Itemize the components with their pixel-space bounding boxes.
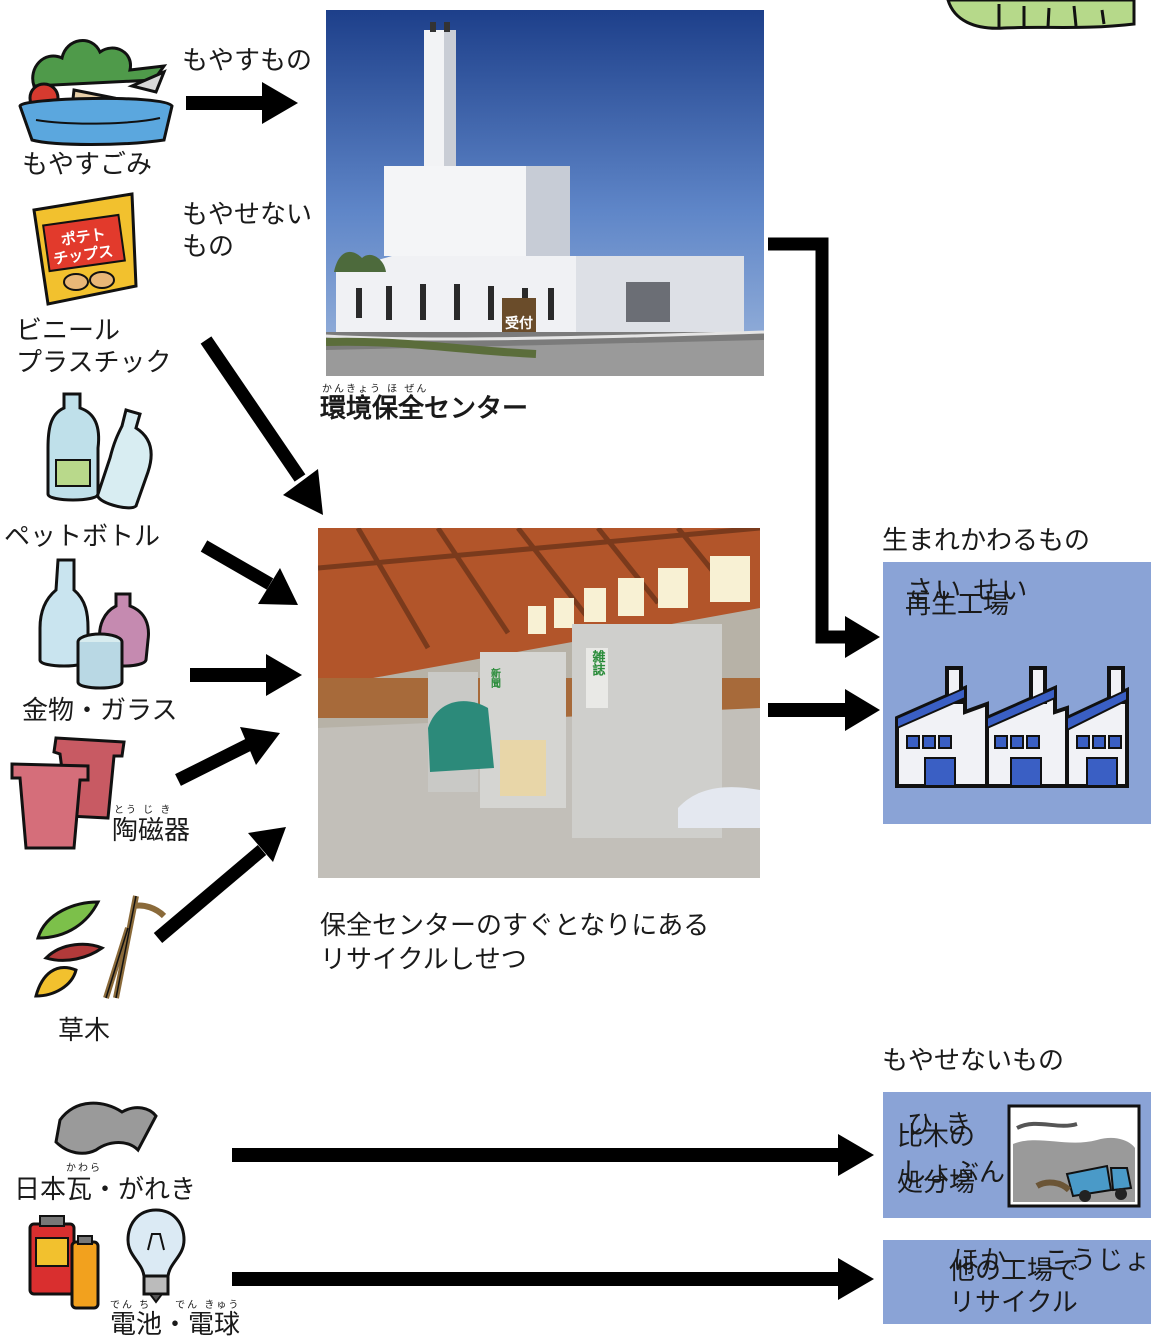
item-label-roof-tiles: 日本瓦・がれき <box>14 1175 197 1205</box>
recycling-facility-photo: 雑誌 新聞 <box>318 528 760 878</box>
decorative-illustration <box>946 0 1136 30</box>
arrow-recycling-to-factory <box>768 689 880 731</box>
arrow-pet-to-recycling <box>200 540 298 605</box>
item-label-metal-glass: 金物・ガラス <box>22 696 178 726</box>
item-label-plastic: プラスチック <box>16 348 172 378</box>
landfill-truck-icon <box>1007 1104 1141 1208</box>
metal-glass-icon <box>38 558 150 690</box>
recycling-caption-line1: 保全センターのすぐとなりにある <box>320 911 710 941</box>
recycling-caption-line2: リサイクルしせつ <box>320 945 527 975</box>
other-factory-label1: 他の工場で <box>949 1256 1080 1286</box>
factory-icon <box>895 666 1129 788</box>
plants-icon <box>34 895 167 999</box>
item-label-pet-bottles: ペットボトル <box>4 522 161 552</box>
batteries-icon <box>28 1215 100 1310</box>
arrow-vinyl-to-recycling <box>200 336 323 515</box>
flow-label-nonburnable: もやせないもの <box>182 200 313 262</box>
potato-chips-bag-icon: ポテト チップス <box>32 192 138 306</box>
pet-bottles-icon <box>46 392 153 510</box>
center-name: 環境保全センター <box>320 394 529 424</box>
other-factory-ruby: ほか こうじょう <box>953 1246 1151 1276</box>
nonburnable-heading: もやせないもの <box>882 1046 1065 1076</box>
sign-newspaper: 新聞 <box>489 667 501 689</box>
item-label-plants: 草木 <box>58 1016 111 1046</box>
arrow-tiles-to-landfill <box>232 1134 874 1176</box>
landfill-box: ひ き 比木の しょぶんじょう 処分場 <box>883 1092 1151 1218</box>
recycle-factory-box: さい せい 再生工場 <box>883 562 1151 824</box>
item-ruby-ceramics: とう じ き <box>114 805 173 816</box>
arrow-metal-to-recycling <box>190 654 302 696</box>
item-ruby-batteries: でん ち でん きゅう <box>110 1300 241 1311</box>
reborn-heading: 生まれかわるもの <box>882 526 1091 556</box>
item-ruby-roof-tiles: かわら <box>66 1163 102 1174</box>
flow-label-burnable: もやすもの <box>182 46 313 76</box>
arrow-batteries-to-other-factory <box>232 1258 874 1300</box>
landfill-ruby1: ひ き <box>907 1110 974 1140</box>
light-bulb-icon <box>126 1208 186 1304</box>
landfill-label1: 比木の <box>897 1122 976 1152</box>
arrow-plants-to-recycling <box>153 827 286 943</box>
landfill-label2: 処分場 <box>897 1168 976 1198</box>
item-label-ceramics: 陶磁器 <box>112 816 191 846</box>
arrow-burnable-to-center <box>186 82 298 124</box>
arrow-ceramics-to-recycling <box>175 727 280 786</box>
center-ruby: かんきょう ほ ぜん <box>322 384 429 395</box>
item-label-burnable-trash: もやすごみ <box>22 150 153 180</box>
reception-sign-label: 受付 <box>505 315 533 332</box>
other-factory-box: ほか こうじょう 他の工場で リサイクル <box>883 1240 1151 1324</box>
flower-pots-icon <box>10 736 126 850</box>
item-label-vinyl: ビニール <box>16 316 121 346</box>
burnable-trash-icon <box>18 39 174 146</box>
arrow-center-to-factory <box>768 237 880 658</box>
roof-tile-icon <box>54 1101 158 1155</box>
recycle-factory-ruby: さい せい <box>907 576 1030 606</box>
sign-magazine: 雑誌 <box>590 649 607 677</box>
item-label-batteries: 電池・電球 <box>110 1310 241 1340</box>
environmental-center-photo: 受付 <box>326 10 764 376</box>
recycle-factory-label: 再生工場 <box>905 590 1010 620</box>
other-factory-label2: リサイクル <box>949 1288 1078 1318</box>
